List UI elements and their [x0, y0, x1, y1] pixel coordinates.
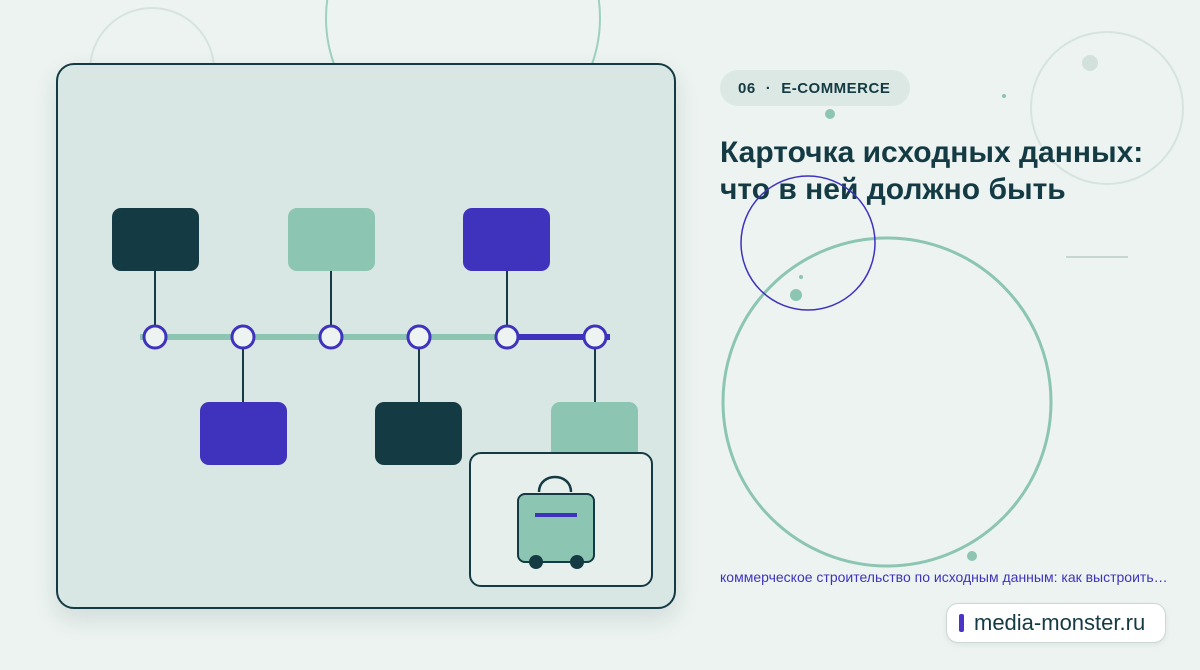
timeline-node: [142, 324, 168, 350]
page-title: Карточка исходных данных: что в ней долж…: [720, 136, 1144, 206]
timeline-block: [375, 402, 462, 465]
timeline-block: [551, 402, 638, 465]
timeline-node-active: [582, 324, 608, 350]
bg-dot: [1082, 55, 1098, 71]
bg-dot: [825, 109, 835, 119]
brand-link[interactable]: media-monster.ru: [946, 603, 1166, 643]
shopping-bag-icon: [517, 475, 595, 569]
timeline-block: [463, 208, 550, 271]
badge-number: 06: [738, 79, 756, 97]
timeline-node: [318, 324, 344, 350]
badge-category: E-COMMERCE: [781, 79, 891, 97]
category-badge: 06 · E-COMMERCE: [720, 70, 910, 106]
timeline-node: [406, 324, 432, 350]
subtitle-text: коммерческое строительство по исходным д…: [720, 569, 1168, 585]
bg-circle-large: [721, 236, 1053, 568]
timeline-block: [112, 208, 199, 271]
bg-dot: [967, 551, 977, 561]
brand-accent-bar: [959, 614, 964, 632]
bg-dot: [1002, 94, 1006, 98]
timeline-illustration: [112, 208, 638, 465]
brand-name: media-monster.ru: [974, 610, 1146, 635]
bg-circle-topright: [1030, 31, 1184, 185]
timeline-node: [230, 324, 256, 350]
shopping-bag-inset: [469, 452, 653, 587]
badge-separator: ·: [765, 79, 772, 97]
timeline-block: [288, 208, 375, 271]
timeline-block: [200, 402, 287, 465]
timeline-node: [494, 324, 520, 350]
